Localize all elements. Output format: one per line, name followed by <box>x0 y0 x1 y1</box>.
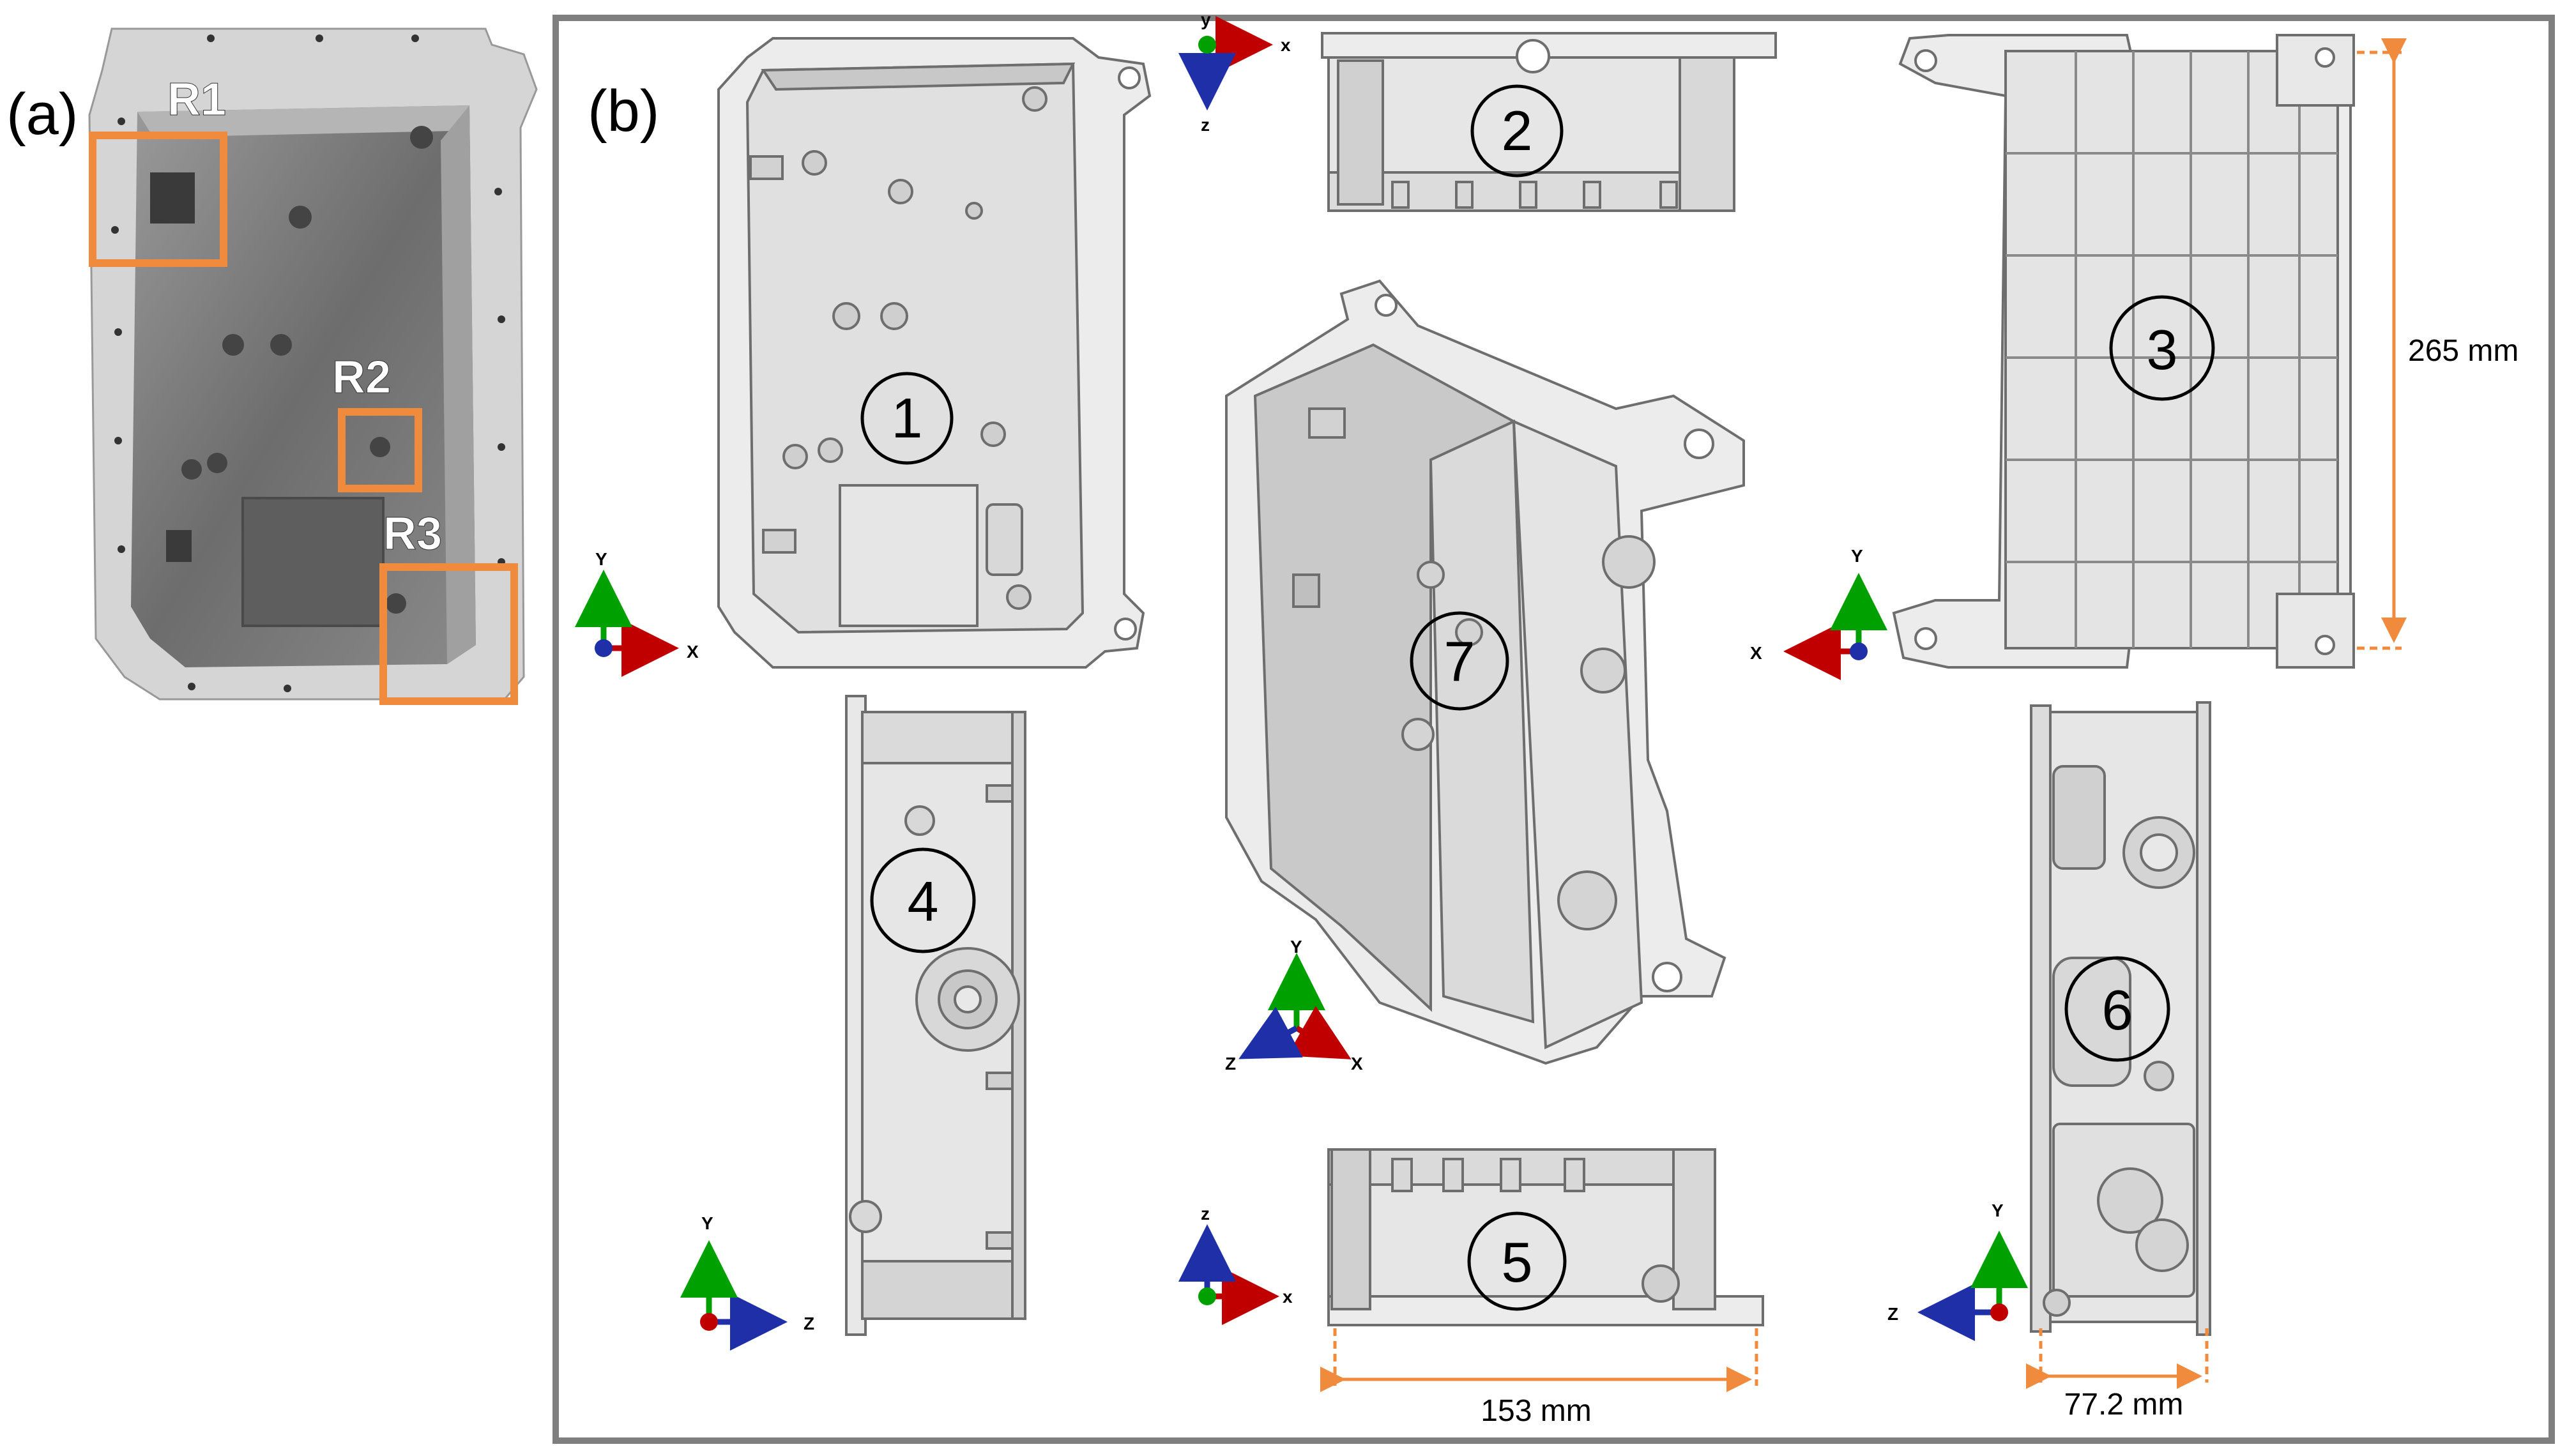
view-1-marker <box>860 372 954 465</box>
width-dimension-label: 153 mm <box>1481 1394 1591 1428</box>
view-7-drawing <box>1225 279 1745 1065</box>
view-6-drawing <box>2030 701 2211 1336</box>
triad-2-x-label: x <box>1281 35 1291 55</box>
view-3-ribs <box>2006 51 2338 648</box>
view-5-marker <box>1467 1211 1567 1311</box>
triad-1-x-label: X <box>687 642 699 662</box>
triad-7-z-label: Z <box>1225 1054 1236 1073</box>
view-6-number: 6 <box>2102 978 2133 1042</box>
region-r2-box <box>338 408 422 492</box>
height-dimension <box>2357 38 2407 650</box>
triad-view-5 <box>1178 1224 1279 1325</box>
view-3-number: 3 <box>2147 318 2178 381</box>
view-2-drawing <box>1321 32 1777 212</box>
triad-7-y-label: Y <box>1290 937 1302 957</box>
view-4-number: 4 <box>908 870 939 933</box>
panel-a-label: (a) <box>6 82 78 147</box>
view-4-drawing <box>845 695 1026 1336</box>
view-2-number: 2 <box>1502 99 1533 162</box>
triad-1-y-label: Y <box>595 549 607 569</box>
depth-dimension-label: 77.2 mm <box>2064 1388 2184 1422</box>
view-4-marker <box>870 847 976 953</box>
view-1-number: 1 <box>892 386 923 450</box>
triad-7-x-label: X <box>1351 1054 1363 1073</box>
triad-5-x-label: x <box>1283 1287 1293 1307</box>
view-6-marker <box>2064 956 2170 1062</box>
view-3-marker <box>2109 295 2215 401</box>
triad-6-z-label: Z <box>1887 1304 1898 1324</box>
triad-4-z-label: Z <box>804 1314 814 1333</box>
triad-4-y-label: Y <box>701 1213 713 1233</box>
photo-bosses <box>181 126 433 614</box>
triad-2-z-label: z <box>1201 115 1210 135</box>
triad-view-6 <box>1917 1231 2028 1341</box>
panel-b-label: (b) <box>588 79 659 144</box>
triad-3-y-label: Y <box>1851 546 1863 566</box>
region-r3-box <box>379 563 518 705</box>
triad-2-y-label: y <box>1201 10 1211 29</box>
panel-b-frame <box>552 15 2555 1444</box>
view-1-drawing <box>717 37 1152 669</box>
region-r1-label: R1 <box>167 74 226 125</box>
triad-3-x-label: X <box>1750 643 1762 663</box>
region-r2-label: R2 <box>332 352 391 403</box>
region-boxes <box>89 132 518 705</box>
view-5-number: 5 <box>1502 1231 1533 1294</box>
width-dimension <box>1320 1328 1758 1392</box>
triad-view-3 <box>1783 573 1887 680</box>
triad-view-1 <box>575 570 679 677</box>
panel-a-photo <box>88 27 538 701</box>
triad-view-4 <box>680 1240 788 1351</box>
triad-6-y-label: Y <box>1992 1201 2004 1220</box>
view-7-number: 7 <box>1444 630 1475 693</box>
depth-dimension <box>2026 1328 2209 1389</box>
height-dimension-label: 265 mm <box>2408 334 2518 368</box>
region-r3-label: R3 <box>383 508 442 559</box>
triad-5-z-label: z <box>1201 1204 1210 1224</box>
region-r1-box <box>89 132 227 267</box>
triad-view-7 <box>1238 953 1352 1059</box>
view-2-marker <box>1470 84 1564 178</box>
view-5-drawing <box>1327 1148 1764 1326</box>
view-3-drawing <box>1892 34 2355 669</box>
view-7-marker <box>1410 611 1509 711</box>
triad-view-2 <box>1178 16 1273 110</box>
